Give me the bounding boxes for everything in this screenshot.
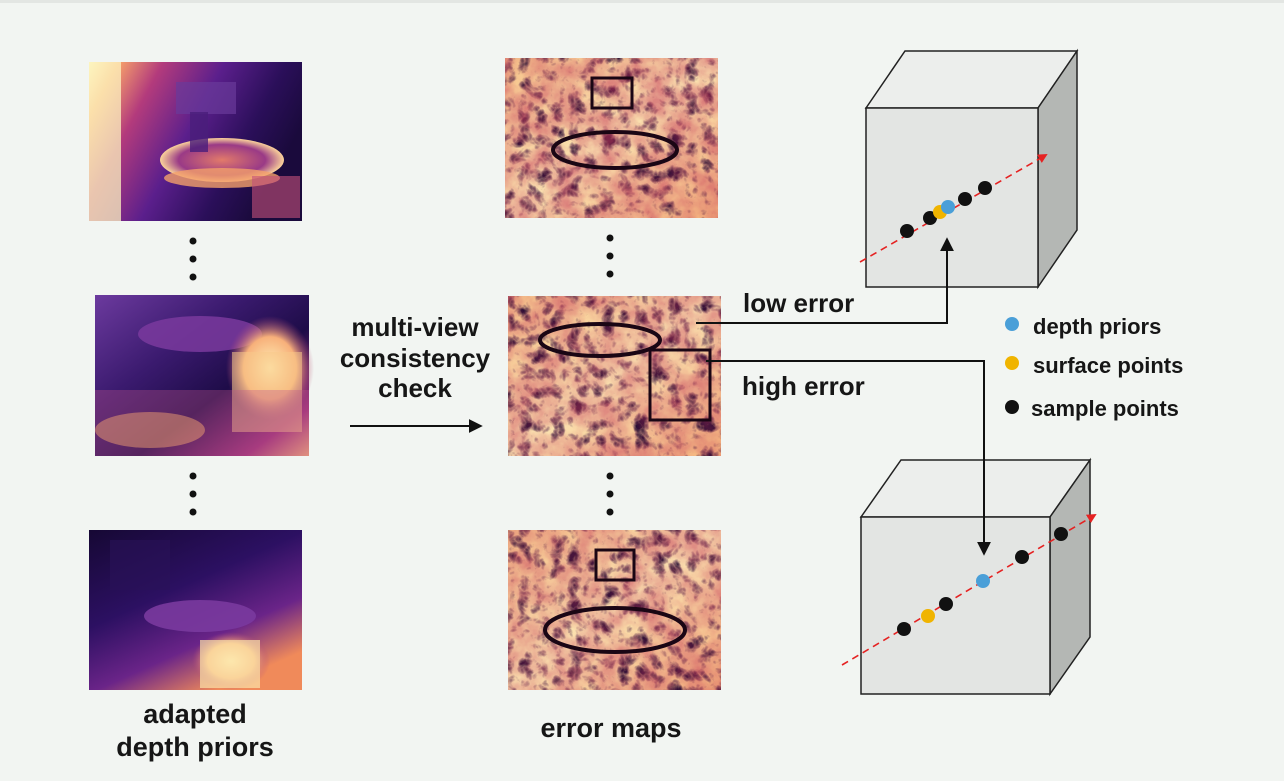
high-error-cube xyxy=(841,457,1097,697)
sample-point xyxy=(978,181,992,195)
sample-point xyxy=(958,192,972,206)
ray-line xyxy=(841,514,1097,666)
caption-line-depth-priors: depth priors xyxy=(116,731,274,762)
sample-point xyxy=(1054,527,1068,541)
depth-prior-image-3 xyxy=(89,530,302,690)
legend: depth priors surface points sample point… xyxy=(1005,314,1183,421)
sample-point xyxy=(897,622,911,636)
check-line-3: check xyxy=(378,373,452,404)
check-line-1: multi-view xyxy=(351,312,479,342)
caption-line-adapted: adapted xyxy=(143,699,247,729)
legend-label-depth-priors: depth priors xyxy=(1033,314,1161,339)
ellipsis-dots-left-top xyxy=(189,237,197,281)
error-map-image-1 xyxy=(505,58,718,218)
legend-label-surface-points: surface points xyxy=(1033,353,1183,378)
consistency-check-label: multi-view consistency check xyxy=(318,312,512,404)
depth-prior-image-2 xyxy=(95,295,314,456)
check-line-2: consistency xyxy=(339,342,491,373)
depth-prior-point xyxy=(941,200,955,214)
ellipsis-dots-mid-bottom xyxy=(606,472,614,516)
depth-prior-point xyxy=(976,574,990,588)
legend-swatch-sample-points xyxy=(1005,400,1019,414)
adapted-depth-priors-caption: adapted depth priors xyxy=(95,698,295,764)
low-error-cube xyxy=(859,48,1079,290)
high-error-label: high error xyxy=(742,371,865,401)
ellipsis-dots-mid-top xyxy=(606,234,614,278)
legend-label-sample-points: sample points xyxy=(1031,396,1179,421)
sample-point xyxy=(900,224,914,238)
legend-swatch-depth-priors xyxy=(1005,317,1019,331)
low-error-arrow xyxy=(696,237,954,324)
sample-point xyxy=(1015,550,1029,564)
ellipsis-dots-left-bottom xyxy=(189,472,197,516)
low-error-label: low error xyxy=(743,288,854,318)
error-map-image-3 xyxy=(508,530,721,690)
top-divider xyxy=(0,0,1284,3)
depth-prior-image-1 xyxy=(89,62,302,221)
error-map-image-2 xyxy=(508,296,721,456)
high-error-arrow xyxy=(706,360,991,556)
error-maps-caption: error maps xyxy=(540,713,682,743)
sample-point xyxy=(939,597,953,611)
legend-swatch-surface-points xyxy=(1005,356,1019,370)
surface-point xyxy=(921,609,935,623)
